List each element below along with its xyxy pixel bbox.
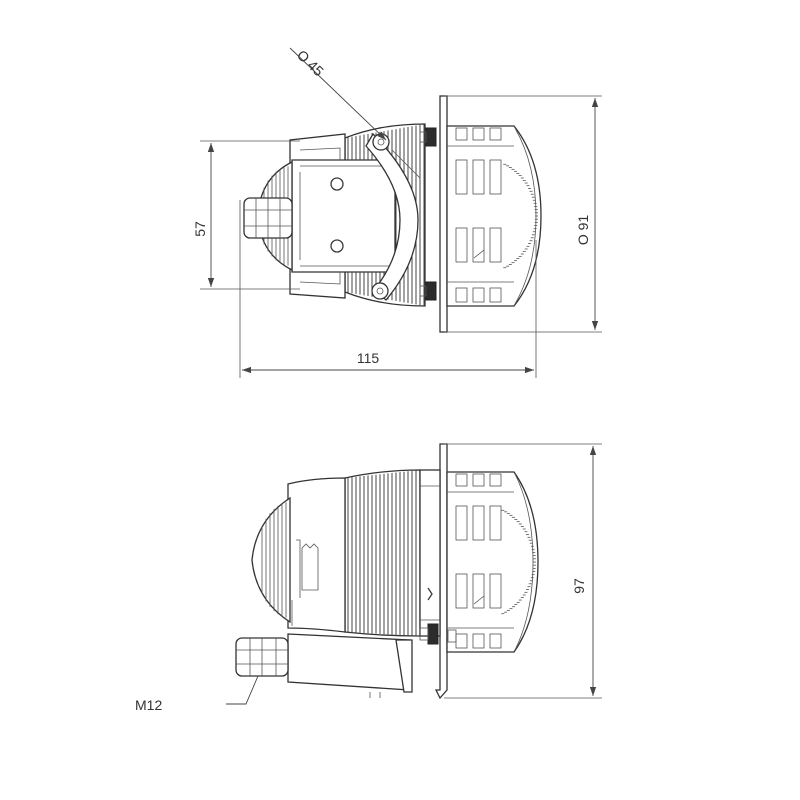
side-rear-dome: [251, 496, 291, 624]
dimension-115: 115: [239, 200, 537, 378]
diameter-45-label: O 45: [294, 47, 327, 80]
length-115-label: 115: [357, 350, 380, 366]
m12-leader: [226, 675, 259, 705]
side-rear-housing: [287, 477, 346, 633]
height-57-label: 57: [192, 221, 208, 237]
diameter-91-label: O 91: [575, 215, 591, 246]
side-view: M12 97: [135, 443, 602, 713]
top-cable-gland: [243, 197, 293, 239]
dimension-97: 97: [444, 443, 602, 699]
top-flange-plate: [439, 95, 448, 333]
height-97-label: 97: [571, 578, 587, 594]
side-flange-bolts: [419, 623, 457, 645]
top-rear-housing: [289, 133, 396, 299]
top-flange-bolts: [419, 127, 437, 301]
m12-label: M12: [135, 697, 162, 713]
top-horn-head: [446, 125, 542, 307]
diameter-45-leader: [289, 47, 387, 141]
side-cable-box: [287, 633, 413, 698]
dimension-57: 57: [192, 140, 300, 290]
dimension-91: O 91: [444, 95, 602, 333]
side-ribbed-body: [344, 469, 441, 637]
side-cable-gland: [235, 637, 289, 677]
top-view: O 45 57 O 91 115: [192, 47, 602, 378]
side-horn-head: [446, 471, 539, 653]
